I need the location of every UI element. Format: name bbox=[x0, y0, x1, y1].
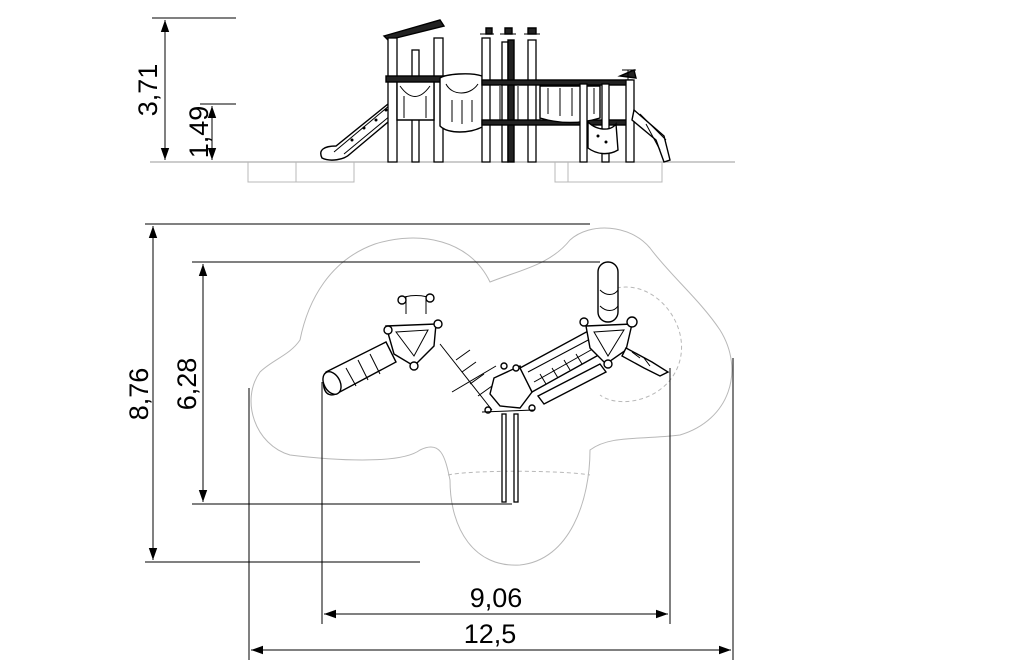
plan-chain-ladder bbox=[439, 343, 497, 411]
dimension-platform-height: 1,49 bbox=[184, 106, 214, 159]
dimension-equipment-width: 9,06 bbox=[470, 583, 523, 613]
elevation-tower-left bbox=[382, 19, 447, 163]
elevation-tower-right bbox=[587, 69, 671, 163]
dimension-overall-depth: 8,76 bbox=[124, 368, 154, 421]
plan-tube-slide bbox=[322, 341, 397, 396]
dimension-equipment-depth: 6,28 bbox=[172, 358, 202, 411]
plan-view: 8,76 6,28 9,06 12,5 bbox=[124, 223, 734, 660]
safety-zone-inner bbox=[447, 286, 682, 476]
plan-bridge bbox=[519, 329, 608, 405]
elevation-view: 3,71 1,49 bbox=[133, 17, 735, 183]
plan-tower-right bbox=[579, 261, 670, 377]
elevation-bridge bbox=[539, 83, 601, 163]
safety-zone-outline bbox=[250, 227, 733, 566]
plan-tower-middle bbox=[481, 362, 536, 503]
foundation-right bbox=[554, 162, 663, 183]
plan-tower-left bbox=[383, 293, 443, 371]
dimension-overall-width: 12,5 bbox=[464, 619, 517, 649]
dimension-total-height: 3,71 bbox=[133, 64, 163, 117]
foundation-left bbox=[247, 162, 355, 183]
